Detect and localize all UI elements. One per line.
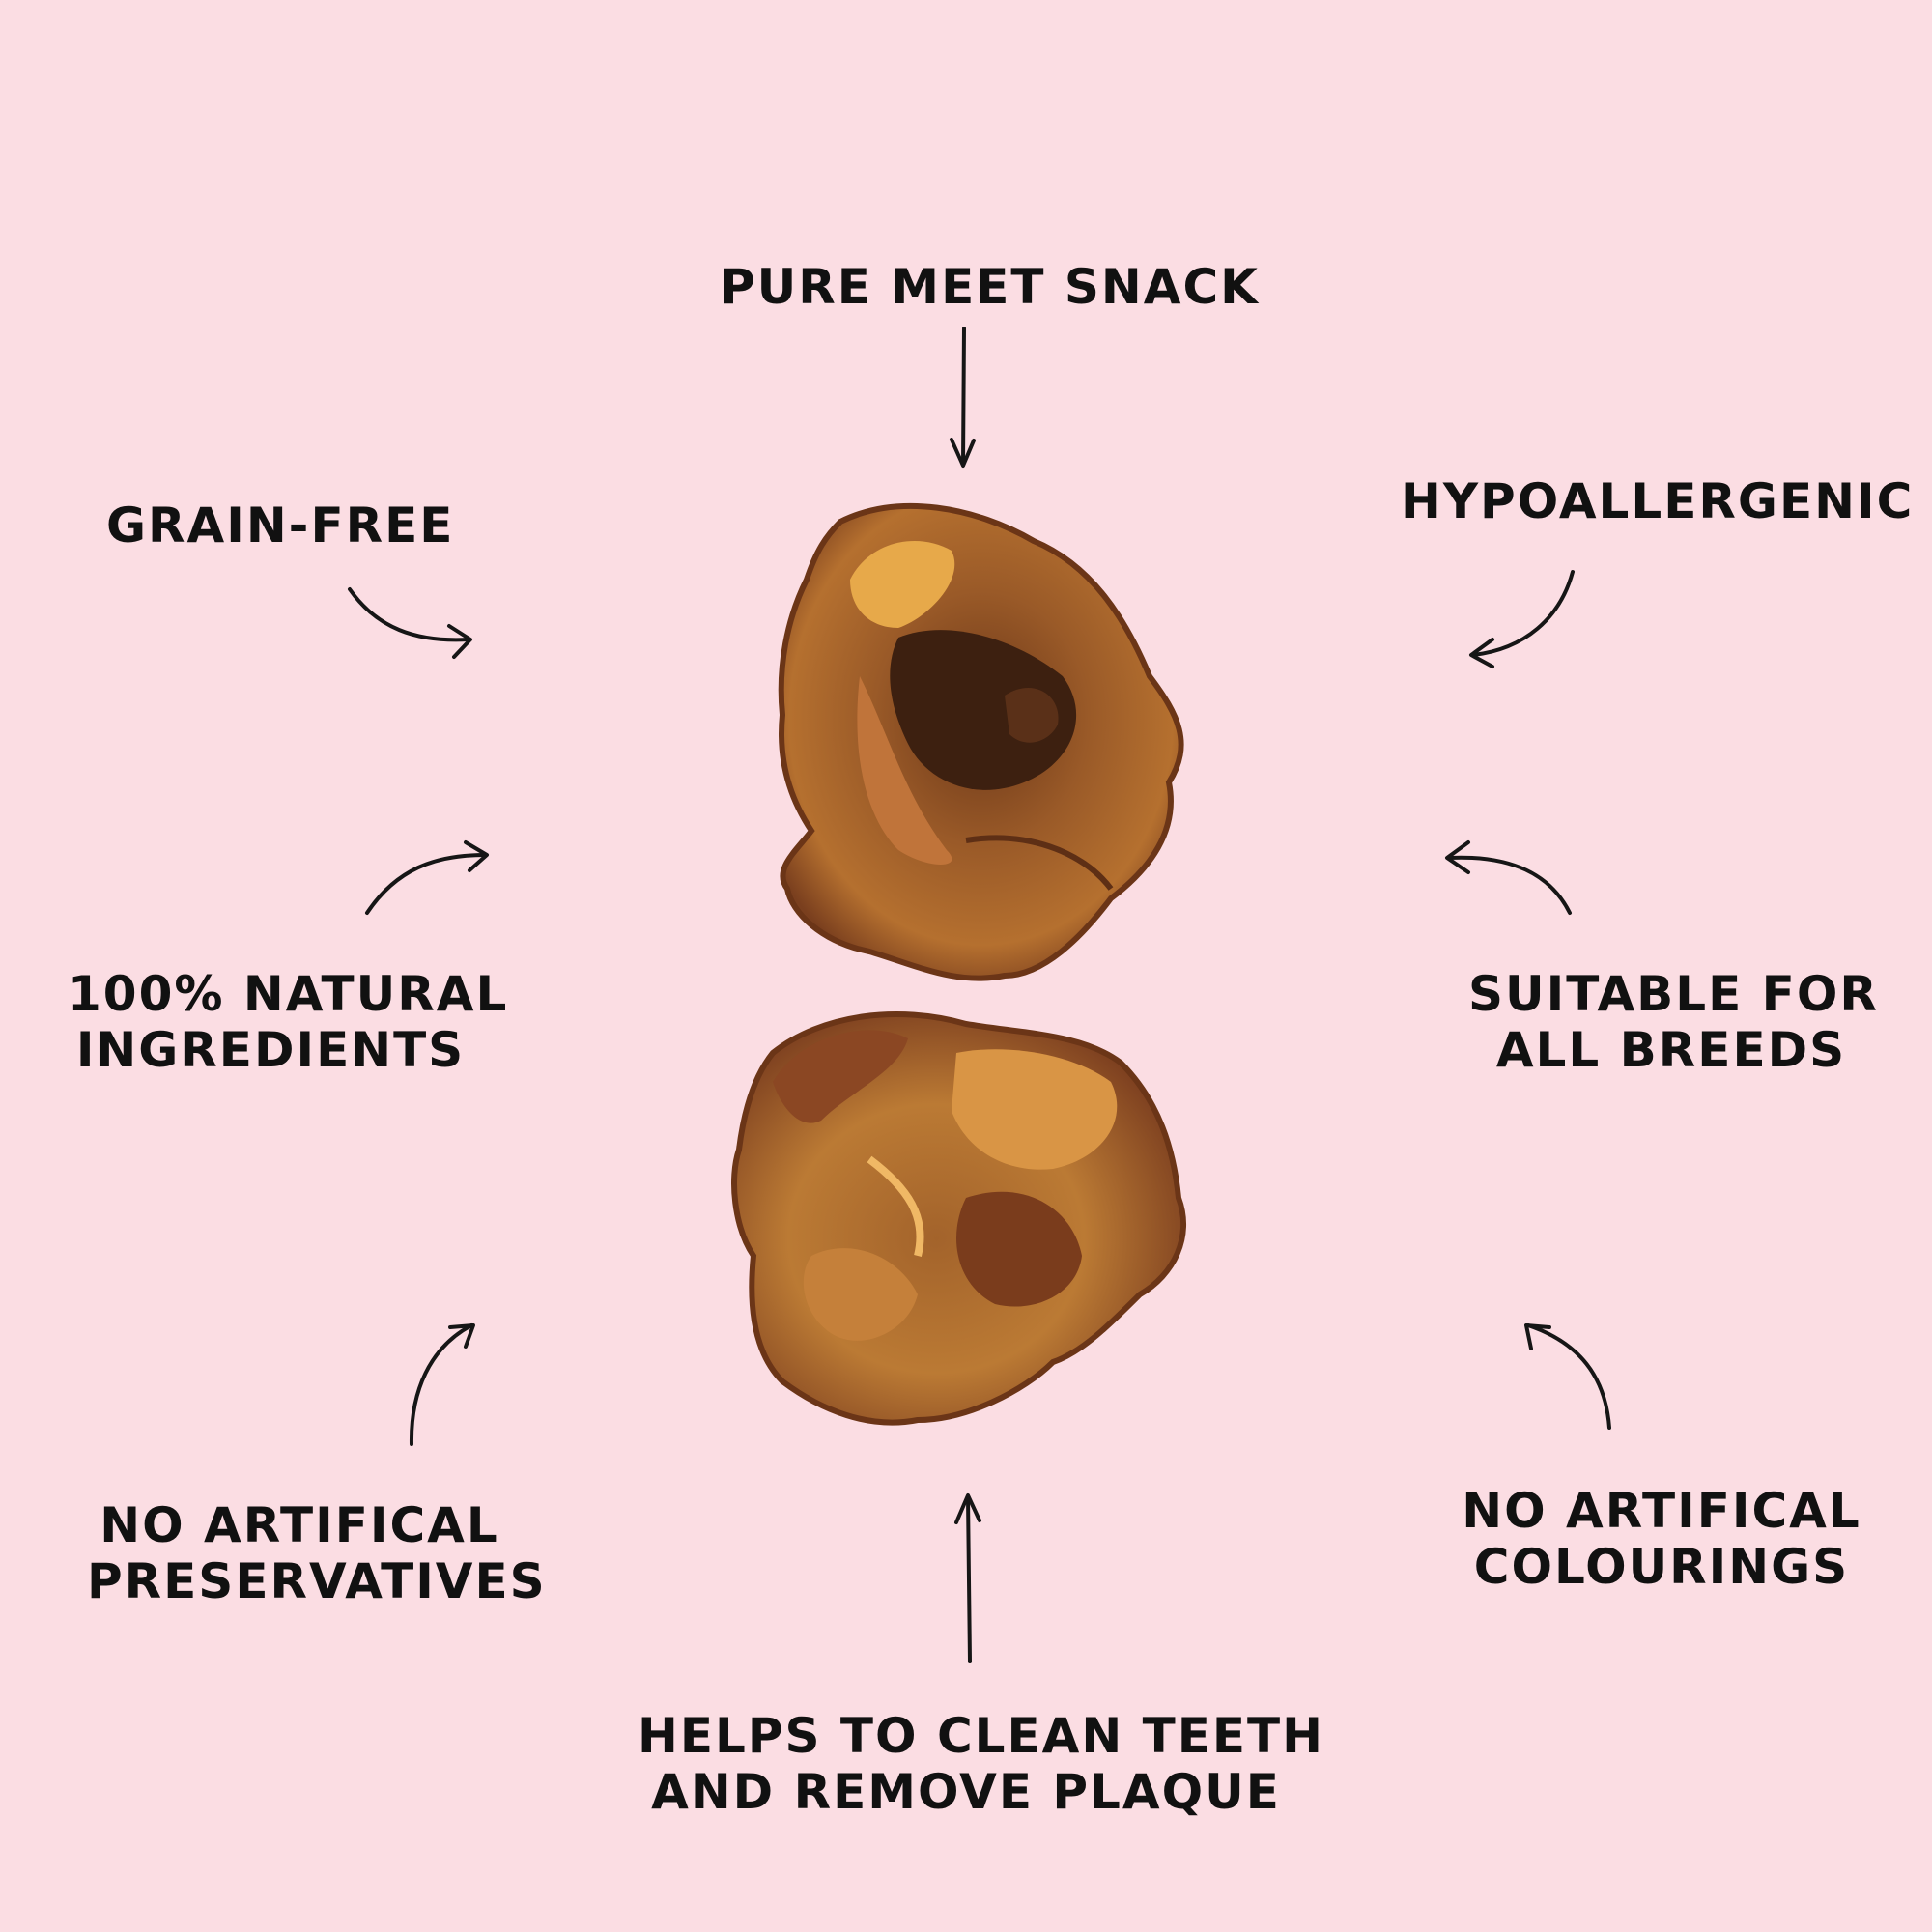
natural-ingredients-label: 100% NATURAL INGREDIENTS xyxy=(68,966,509,1078)
clean-teeth-line1: HELPS TO CLEAN TEETH xyxy=(638,1708,1324,1764)
grain-free-text: GRAIN-FREE xyxy=(106,497,455,554)
curved-arrow-up-right-lower-icon xyxy=(409,1323,475,1446)
curved-arrow-up-left-lower-icon xyxy=(1524,1323,1611,1430)
no-colourings-line2: COLOURINGS xyxy=(1473,1539,1850,1595)
no-preservatives-line1: NO ARTIFICAL xyxy=(99,1497,499,1553)
clean-teeth-line2: AND REMOVE PLAQUE xyxy=(651,1764,1281,1820)
suitable-breeds-line2: ALL BREEDS xyxy=(1495,1022,1847,1078)
arrow-up-icon xyxy=(954,1493,981,1663)
curved-arrow-right-icon xyxy=(348,587,472,659)
pure-meet-snack-text: PURE MEET SNACK xyxy=(720,259,1260,315)
no-preservatives-line2: PRESERVATIVES xyxy=(87,1553,547,1609)
curved-arrow-left-icon xyxy=(1469,570,1575,668)
no-colourings-line1: NO ARTIFICAL xyxy=(1462,1483,1861,1539)
hypoallergenic-text: HYPOALLERGENIC xyxy=(1401,473,1915,529)
upper-chew xyxy=(778,503,1184,981)
grain-free-label: GRAIN-FREE xyxy=(106,497,455,554)
hypoallergenic-label: HYPOALLERGENIC xyxy=(1401,473,1915,529)
lower-chew xyxy=(731,1011,1186,1426)
curved-arrow-up-left-icon xyxy=(1445,840,1572,915)
natural-ingredients-line2: INGREDIENTS xyxy=(75,1022,466,1078)
no-preservatives-label: NO ARTIFICAL PRESERVATIVES xyxy=(87,1497,547,1609)
natural-ingredients-line1: 100% NATURAL xyxy=(68,966,509,1022)
suitable-breeds-line1: SUITABLE FOR xyxy=(1468,966,1879,1022)
suitable-breeds-label: SUITABLE FOR ALL BREEDS xyxy=(1468,966,1879,1078)
no-colourings-label: NO ARTIFICAL COLOURINGS xyxy=(1459,1483,1864,1595)
pure-meet-snack-label: PURE MEET SNACK xyxy=(720,259,1260,315)
arrow-down-icon xyxy=(950,327,976,468)
curved-arrow-up-right-icon xyxy=(365,840,489,915)
clean-teeth-label: HELPS TO CLEAN TEETH AND REMOVE PLAQUE xyxy=(638,1708,1324,1820)
